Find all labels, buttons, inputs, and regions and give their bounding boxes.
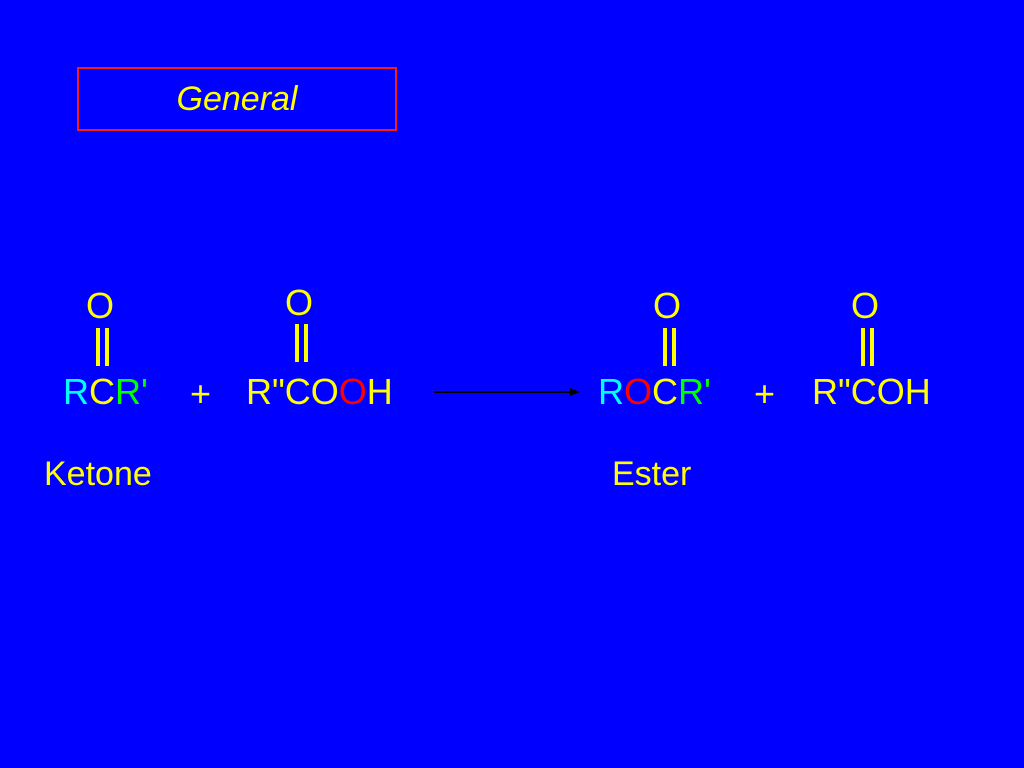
reaction-arrow (434, 388, 580, 396)
ketone-double-bond-left (96, 328, 100, 366)
page-title: General (176, 80, 298, 118)
peracid-carbonyl-oxygen: O (285, 282, 314, 323)
ketone-r-group: R (63, 371, 89, 412)
ketone-formula: RCR' (63, 374, 148, 410)
peracid-double-bond-right (304, 324, 308, 362)
ketone-carbon: C (89, 371, 115, 412)
peracid-formula: R"COOH (246, 374, 393, 410)
ketone-label: Ketone (44, 455, 152, 493)
acid-rcoh: R"COH (812, 371, 931, 412)
ester-r-prime-group: R' (678, 371, 711, 412)
ester-formula: ROCR' (598, 374, 711, 410)
ester-double-bond-left (663, 328, 667, 366)
peracid-rco: R"CO (246, 371, 339, 412)
ester-double-bond-right (672, 328, 676, 366)
ketone-r-prime-group: R' (115, 371, 148, 412)
title-box: General (77, 67, 397, 131)
ester-r-group: R (598, 371, 624, 412)
acid-carbonyl-oxygen: O (851, 285, 880, 326)
ester-inserted-oxygen: O (624, 371, 653, 412)
ester-carbon: C (652, 371, 679, 412)
ester-carbonyl-oxygen: O (653, 285, 682, 326)
plus-sign-right: + (754, 373, 776, 414)
acid-double-bond-left (861, 328, 865, 366)
ketone-double-bond-right (105, 328, 109, 366)
peracid-peroxy-oxygen: O (338, 371, 367, 412)
acid-formula: R"COH (812, 374, 931, 410)
ketone-carbonyl-oxygen: O (86, 285, 115, 326)
acid-double-bond-right (870, 328, 874, 366)
ester-label: Ester (612, 455, 692, 493)
peracid-hydrogen: H (366, 371, 393, 412)
peracid-double-bond-left (295, 324, 299, 362)
plus-sign-left: + (190, 373, 212, 414)
